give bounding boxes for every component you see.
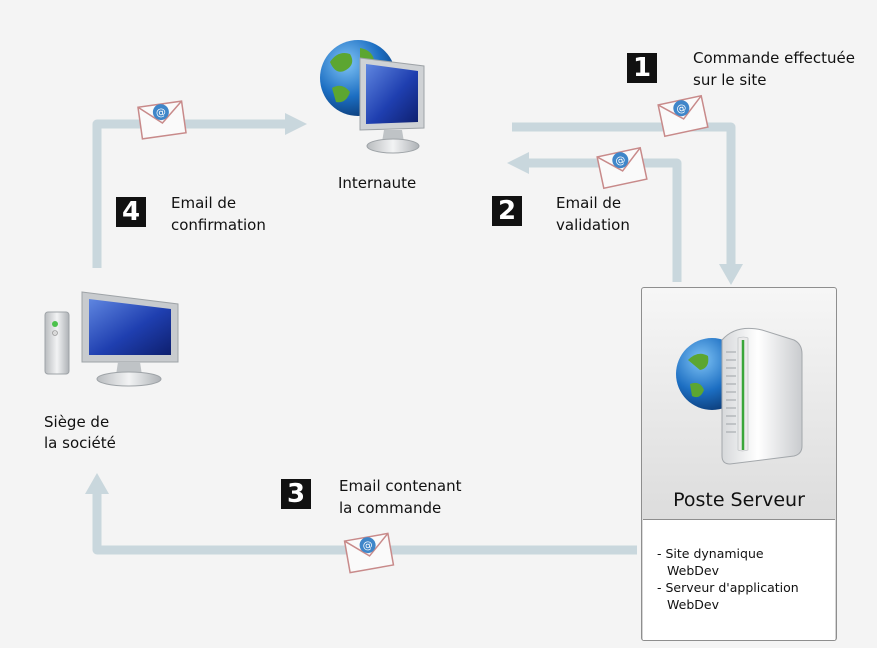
step-4-label-line1: Email de [171,194,237,212]
arrowhead-command [85,473,109,494]
siege-label-line1: Siège de [44,413,110,431]
email-envelope-icon: @ [343,532,395,574]
step-2-label-line2: validation [556,216,630,234]
arrow-validation [527,158,682,282]
server-globe-icon [676,327,803,465]
arrow-confirmation [92,119,286,268]
internaute-label: Internaute [338,174,417,192]
arrowhead-confirmation [285,113,307,135]
server-feature-item: WebDev [667,563,719,578]
server-description-panel [643,519,835,640]
step-3-badge: 3 [281,479,311,509]
step-1-label-line2: sur le site [693,71,767,89]
step-4-label-line2: confirmation [171,216,266,234]
arrowhead-order [719,264,743,285]
arrowhead-validation [507,152,529,174]
step-2-label-line1: Email de [556,194,622,212]
desktop-computer-icon [44,291,179,387]
arrow-order [512,122,736,266]
step-3-label-line1: Email contenant [339,477,462,495]
step-4-badge: 4 [116,197,146,227]
svg-text:@: @ [155,107,166,119]
server-feature-item: WebDev [667,597,719,612]
email-envelope-icon: @ [657,94,709,138]
svg-text:@: @ [615,155,627,168]
email-envelope-icon: @ [137,100,187,140]
step-3-label-line2: la commande [339,499,442,517]
siege-label-line2: la société [44,434,116,452]
step-2-badge: 2 [492,196,522,226]
email-envelope-icon: @ [596,146,648,190]
step-1-badge: 1 [627,53,657,83]
server-feature-item: - Serveur d'application [657,580,799,595]
server-feature-list: - Site dynamique WebDev - Serveur d'appl… [657,545,799,613]
globe-monitor-icon [320,40,425,154]
arrow-command [92,492,637,555]
svg-text:@: @ [676,103,688,116]
server-title: Poste Serveur [673,489,805,511]
svg-text:@: @ [362,540,374,553]
step-1-label-line1: Commande effectuée [693,49,855,67]
server-feature-item: - Site dynamique [657,546,764,561]
